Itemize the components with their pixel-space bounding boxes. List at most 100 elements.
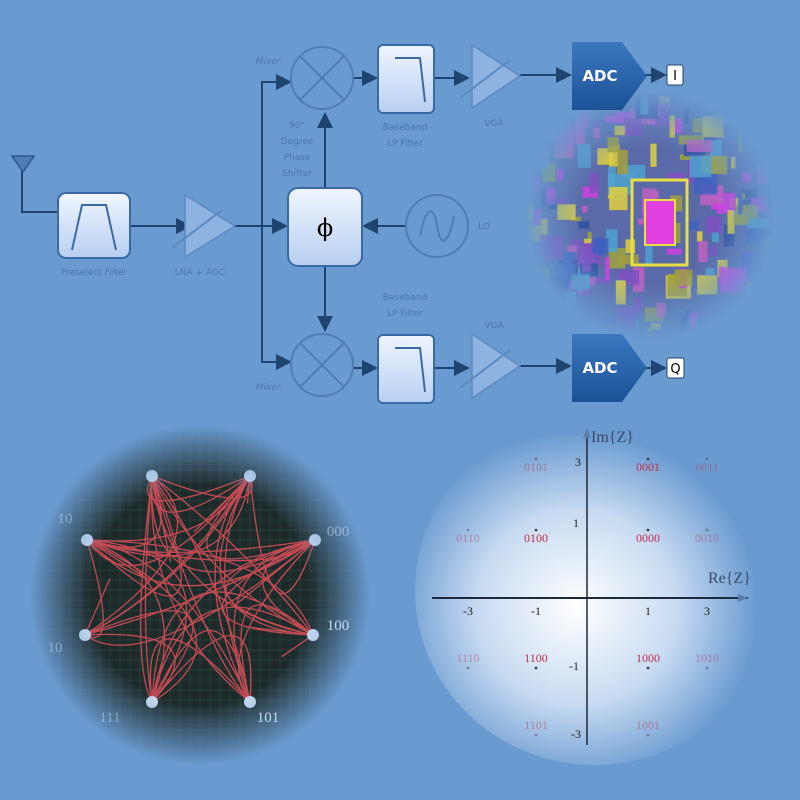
chip-cell xyxy=(544,276,570,290)
output-i: I xyxy=(666,64,684,86)
chip-cell xyxy=(697,320,715,333)
chip-cell xyxy=(635,297,642,313)
qam-point-dot xyxy=(534,528,538,532)
psk-trace xyxy=(151,629,251,703)
chip-cell xyxy=(563,251,575,274)
qam-point-label: 0101 xyxy=(524,460,548,474)
psk-trace xyxy=(84,610,194,703)
chip-cell xyxy=(747,218,770,229)
qam-point-dot xyxy=(705,457,709,461)
phase-shifter-block: ϕ xyxy=(287,187,363,267)
y-tick-label: 3 xyxy=(575,455,581,469)
chip-cell xyxy=(597,148,613,165)
chip-cell xyxy=(750,130,759,146)
chip-cell xyxy=(584,238,592,244)
qam-point: 1101 xyxy=(524,718,548,737)
svg-text:Baseband: Baseband xyxy=(383,123,428,133)
svg-text:Degree: Degree xyxy=(281,137,314,147)
chip-cell xyxy=(606,229,618,253)
adc-top-block: ADC xyxy=(572,42,647,110)
svg-text:LP Filter: LP Filter xyxy=(387,139,423,149)
qam-point-dot xyxy=(646,528,650,532)
chip-cell xyxy=(624,117,642,136)
qam-point-label: 1100 xyxy=(524,651,548,665)
chip-cell xyxy=(723,224,735,247)
chip-cell xyxy=(554,270,567,275)
qam-point-label: 0100 xyxy=(524,531,548,545)
chip-cell xyxy=(617,149,628,175)
qam-point: 1000 xyxy=(636,651,660,670)
chip-cell xyxy=(765,153,772,175)
qam-point-dot xyxy=(646,733,650,737)
psk-trace xyxy=(151,475,314,636)
qam-point: 1100 xyxy=(524,651,548,670)
qam-point-dot xyxy=(466,666,470,670)
qam-point-label: 1001 xyxy=(636,718,660,732)
chip-cell xyxy=(722,267,747,293)
psk-trace xyxy=(240,604,314,703)
chip-cell xyxy=(672,118,683,134)
chip-cell xyxy=(605,257,610,281)
qam-point: 0100 xyxy=(524,528,548,545)
svg-text:LP Filter: LP Filter xyxy=(387,309,423,319)
signal-wires xyxy=(21,67,667,376)
lp-filter-bottom-block xyxy=(377,334,435,404)
psk-trace xyxy=(246,475,251,504)
qam-point-label: 0010 xyxy=(695,531,719,545)
chip-cell xyxy=(680,315,687,334)
preselect-filter-block xyxy=(57,192,131,259)
svg-text:Phase: Phase xyxy=(284,153,311,163)
chip-cell xyxy=(523,121,535,137)
chip-cell xyxy=(669,115,675,138)
psk-trace xyxy=(86,539,188,703)
qam-point-label: 1000 xyxy=(636,651,660,665)
qam-point-label: 0011 xyxy=(695,460,719,474)
qam-point-label: 0001 xyxy=(636,460,660,474)
psk-trace xyxy=(84,539,104,639)
x-tick-label: -1 xyxy=(531,604,541,618)
qam-point: 0101 xyxy=(524,457,548,474)
mixer-top-label: Mixer xyxy=(256,57,282,67)
chip-cell xyxy=(755,126,766,135)
psk-symbol-point xyxy=(244,696,256,708)
chip-cell xyxy=(608,247,626,269)
chip-cell xyxy=(767,248,776,268)
psk-trace xyxy=(233,539,316,703)
chip-cell xyxy=(711,232,719,243)
psk-trace xyxy=(86,539,316,562)
qam-point: 0000 xyxy=(636,528,660,545)
psk-trace xyxy=(237,539,316,604)
chip-cell xyxy=(542,163,556,183)
chip-cell xyxy=(709,246,717,256)
chip-cell xyxy=(614,125,627,136)
psk-trace xyxy=(149,638,251,703)
chip-cell xyxy=(545,198,567,205)
vga-top-icon xyxy=(459,43,522,110)
chip-cell xyxy=(667,172,686,179)
chip-cell xyxy=(655,102,670,111)
lna-amplifier-icon xyxy=(171,193,237,259)
psk-trace xyxy=(151,475,251,703)
chip-cell xyxy=(757,169,777,186)
chip-cell xyxy=(571,274,590,290)
qam-point: 1010 xyxy=(695,651,719,670)
chip-cell xyxy=(556,323,563,346)
chip-cell xyxy=(685,310,693,320)
chip-cell xyxy=(592,238,609,254)
psk-trace xyxy=(151,475,316,573)
chip-cell xyxy=(689,313,698,334)
psk-trace xyxy=(86,539,165,703)
lp-filter-bottom-label: Baseband LP Filter xyxy=(383,293,428,319)
svg-text:90°: 90° xyxy=(289,121,305,131)
chip-cell xyxy=(760,115,776,139)
qam-point-dot xyxy=(705,666,709,670)
chip-cell xyxy=(591,277,610,284)
chip-cell xyxy=(705,268,715,276)
chip-cell xyxy=(710,140,722,160)
chip-cell xyxy=(746,282,753,297)
vga-bottom-icon xyxy=(459,332,522,400)
psk-trace xyxy=(151,475,251,703)
chip-cell xyxy=(520,205,533,222)
psk-trace xyxy=(144,475,153,703)
psk-symbol-point xyxy=(309,534,321,546)
